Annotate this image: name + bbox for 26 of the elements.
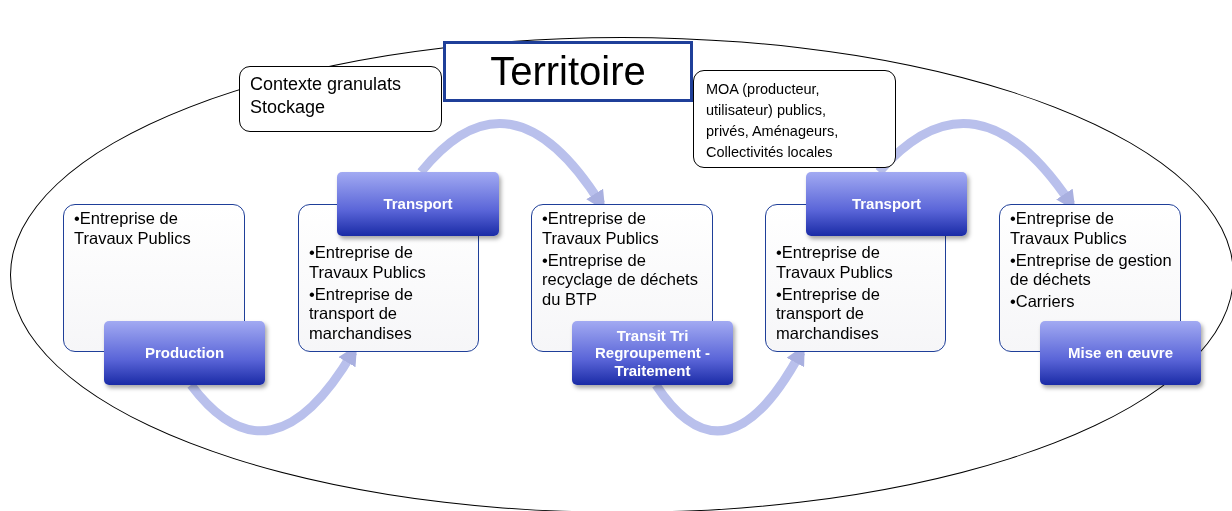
note-text: MOA (producteur, utilisateur) publics, privés, Aménageurs, Collectivités locales	[706, 80, 840, 163]
stage-header-box	[1040, 321, 1201, 385]
stage-label: Transit Tri Regroupement - Traitement	[594, 327, 711, 379]
note-text: Stockage	[250, 96, 327, 120]
stage-label: Production	[144, 344, 225, 362]
stage-header-box	[806, 172, 967, 236]
stage-header-box	[104, 321, 265, 385]
stage-header-box	[337, 172, 499, 236]
bullet-item: •Entreprise de recyclage de déchets du BTP	[542, 250, 699, 310]
bullet-item: •Entreprise de gestion de déchets	[1010, 250, 1173, 291]
bullet-item: •Carriers	[1010, 292, 1076, 312]
bullet-item: •Entreprise de transport de marchandises	[776, 284, 881, 344]
bullet-item: •Entreprise de Travaux Publics	[309, 243, 427, 283]
title-text: Territoire	[490, 49, 646, 94]
bullet-item: •Entreprise de Travaux Publics	[542, 209, 660, 249]
stage-label: Mise en œuvre	[1068, 344, 1173, 362]
stage-label: Transport	[383, 195, 453, 213]
note-text: Contexte granulats	[250, 73, 403, 96]
title-box	[443, 41, 693, 102]
stage-label: Transport	[851, 195, 922, 213]
note-box	[693, 70, 896, 168]
bullet-item: •Entreprise de Travaux Publics	[1010, 209, 1128, 249]
bullet-item: •Entreprise de Travaux Publics	[74, 209, 192, 249]
bullet-item: •Entreprise de Travaux Publics	[776, 243, 894, 283]
bullet-item: •Entreprise de transport de marchandises	[309, 284, 414, 344]
stage-header-box	[572, 321, 733, 385]
